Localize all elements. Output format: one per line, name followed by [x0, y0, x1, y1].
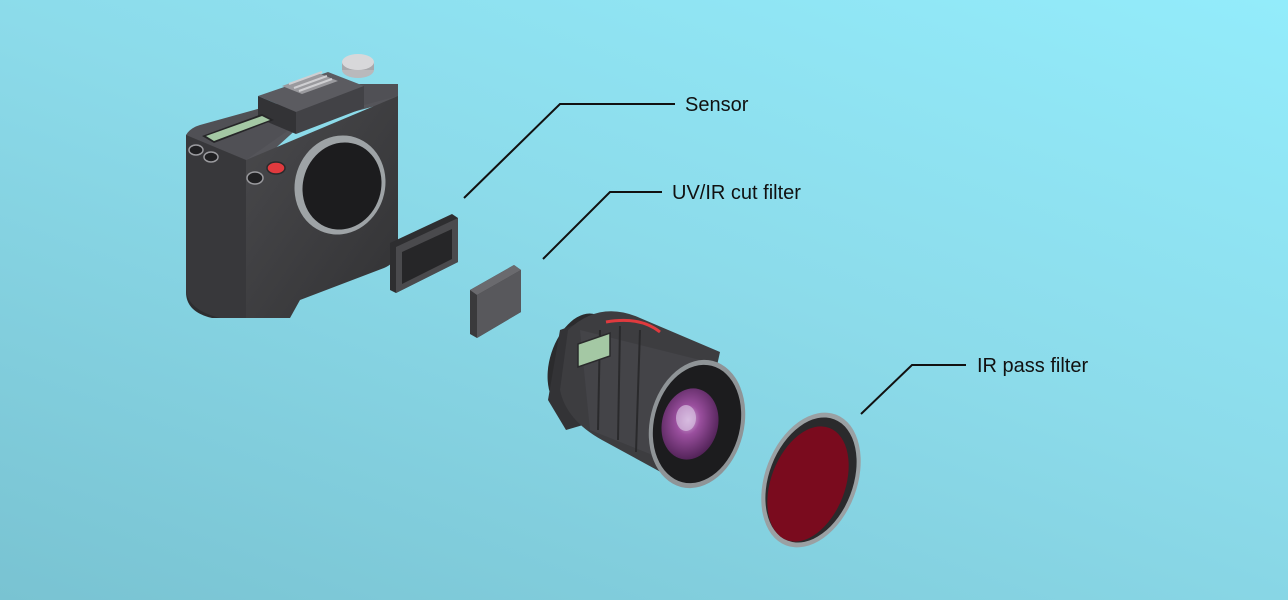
camera-body-icon — [186, 54, 398, 318]
sensor-leader-line — [463, 103, 675, 199]
uv-ir-cut-filter-leader-line — [542, 191, 662, 260]
ir-pass-filter-label: IR pass filter — [977, 355, 1089, 377]
lens-icon — [547, 311, 746, 489]
ir-pass-filter-leader-line — [860, 364, 966, 415]
sensor-label: Sensor — [685, 94, 749, 116]
sensor-icon — [390, 214, 458, 293]
leader-lines — [463, 103, 966, 415]
ir-pass-filter-icon — [761, 412, 861, 548]
uv-ir-cut-filter-label: UV/IR cut filter — [672, 182, 801, 204]
uv-ir-cut-filter-icon — [470, 265, 521, 338]
